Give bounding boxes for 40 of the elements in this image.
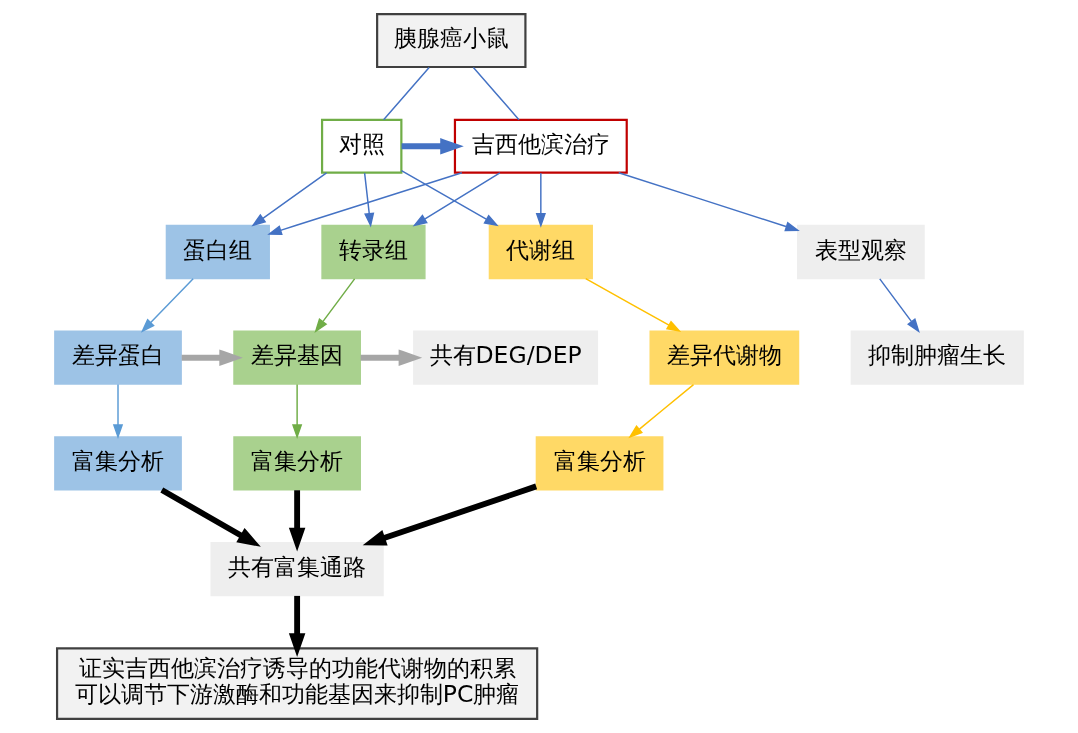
node-box: 富集分析 bbox=[535, 436, 664, 491]
node-box: 吉西他滨治疗 bbox=[453, 118, 628, 174]
node-box: 抑制肿瘤生长 bbox=[850, 330, 1024, 385]
arrow bbox=[140, 278, 194, 333]
arrow bbox=[535, 172, 546, 228]
arrow bbox=[362, 483, 538, 546]
arrow bbox=[181, 349, 243, 366]
node-box: 转录组 bbox=[321, 224, 426, 280]
node-box: 差异代谢物 bbox=[649, 330, 800, 385]
node-box: 共有富集通路 bbox=[210, 541, 384, 597]
arrow bbox=[267, 172, 463, 236]
arrow bbox=[585, 277, 682, 333]
arrow bbox=[288, 595, 306, 657]
arrow bbox=[360, 349, 423, 366]
connector bbox=[382, 66, 430, 121]
arrow bbox=[291, 383, 303, 440]
arrow bbox=[628, 383, 695, 439]
connector bbox=[472, 66, 520, 121]
node-box: 证实吉西他滨治疗诱导的功能代谢物的积累可以调节下游激酶和功能基因来抑制PC肿瘤 bbox=[55, 647, 539, 720]
arrow bbox=[288, 490, 306, 552]
node-box: 胰腺癌小鼠 bbox=[376, 13, 527, 69]
arrow bbox=[879, 278, 920, 333]
arrow bbox=[251, 172, 328, 227]
arrow bbox=[412, 172, 501, 227]
node-box: 差异蛋白 bbox=[54, 330, 182, 385]
node-box: 表型观察 bbox=[797, 224, 925, 280]
node-box: 富集分析 bbox=[54, 436, 182, 491]
arrow bbox=[112, 383, 124, 440]
arrow bbox=[363, 172, 375, 228]
arrow bbox=[618, 172, 800, 232]
node-box: 差异基因 bbox=[233, 330, 361, 385]
node-box: 代谢组 bbox=[488, 224, 593, 280]
node-box: 蛋白组 bbox=[165, 224, 270, 280]
node-box: 对照 bbox=[320, 118, 403, 174]
arrow bbox=[314, 278, 356, 333]
node-box: 共有DEG/DEP bbox=[413, 330, 599, 385]
arrow bbox=[400, 169, 499, 227]
arrow bbox=[401, 138, 464, 155]
arrow bbox=[160, 487, 261, 547]
node-box: 富集分析 bbox=[233, 436, 361, 491]
